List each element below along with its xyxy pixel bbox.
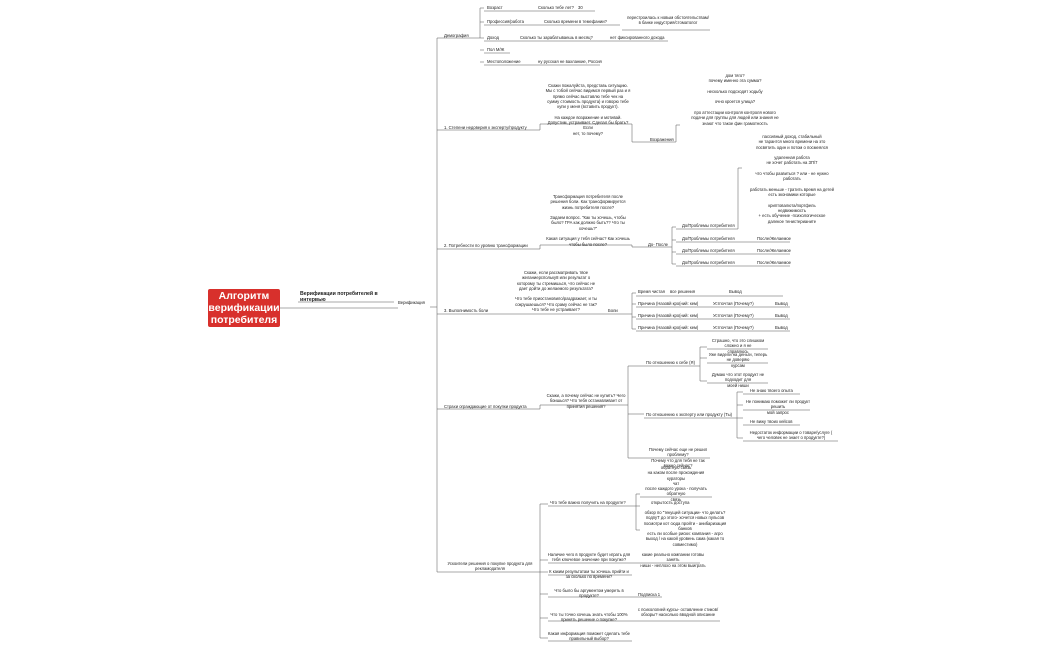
b4-self-label[interactable]: По отношению к себе (Я) — [646, 360, 695, 365]
demo-job-a: перестроилась к новым обстоятельствам/ в… — [627, 15, 709, 26]
b2-row-problem[interactable]: До/Проблемы потребителя — [682, 236, 735, 241]
demo-job[interactable]: Профессия/работа — [487, 19, 524, 24]
b4-question: Скажи, а почему сейчас не купить? Чего б… — [546, 393, 626, 409]
b5-question[interactable]: Что было бы аргументом умереть в продукт… — [554, 588, 624, 599]
b1-objections-list: дом тяго? почему именно эта сумма? неско… — [691, 73, 779, 126]
b3-row-reason: Устпочтая (Почему?) — [713, 301, 754, 306]
b1-objections-label[interactable]: Возражения — [650, 137, 674, 142]
demo-job-q: Сколько времени в темефании? — [544, 19, 607, 24]
b2-questions: Трансформация потребителя после решения … — [546, 194, 630, 247]
b2-row-desired: После/Желаемое — [757, 260, 792, 265]
b5-answer: Подписка 1 — [638, 592, 661, 597]
b4-self-item: Страшно, что это слишком сложно и я не с… — [711, 338, 765, 354]
demo-gender[interactable]: Пол М/Ж — [487, 47, 505, 52]
b2-row-desired: После/Желаемое — [757, 236, 792, 241]
b4-self-item: Уже видели на деньги, теперь не доверяю … — [708, 352, 768, 368]
b5-question[interactable]: Что ты точно хочешь знать чтобы 100% при… — [550, 612, 628, 623]
hub-node[interactable]: Верификация — [398, 300, 425, 305]
demo-income[interactable]: Доход — [487, 35, 499, 40]
b3-row-conclusion: Вывод — [775, 325, 788, 330]
b3-header-solutions: все решения — [670, 289, 696, 294]
demo-age-a: 30 — [578, 5, 583, 10]
b1-questions: Скажи пожалуйста, представь ситуацию. Мы… — [545, 83, 631, 136]
b3-row-conclusion: Вывод — [775, 301, 788, 306]
b2-row-problem[interactable]: До/Проблемы потребителя — [682, 223, 735, 228]
b3-row-reason: Устпочтая (Почему?) — [713, 325, 754, 330]
b3-header-conclusion: Вывод — [729, 289, 742, 294]
demo-location[interactable]: Местоположение — [487, 59, 521, 64]
b5-answer: обратную связь на каком после прохождени… — [645, 465, 707, 502]
b5-question[interactable]: К каким результатам ты хочешь прийти и з… — [549, 569, 629, 580]
b5-question[interactable]: Наличие чего в продукте будет играть для… — [547, 552, 631, 563]
b2-row-desired: После/Желаемое — [757, 248, 792, 253]
b3-questions: Скажи, если рассматривать твое желаниерс… — [515, 270, 597, 313]
b2-before-after-label[interactable]: До- После — [648, 242, 668, 247]
b4-product-label[interactable]: По отношению к эксперту или продукту (Ты… — [646, 412, 733, 417]
branch-fears[interactable]: Страхи ограждающие от покупки продукта — [444, 404, 527, 409]
branch-demography[interactable]: Демография — [444, 33, 469, 38]
b3-row-cause[interactable]: Причина (Назовй кpо(ний: кем) — [638, 301, 699, 306]
b5-answer: открытость доступа — [651, 500, 690, 505]
b3-row-cause[interactable]: Причина (Назовй кpо(ний: кем) — [638, 313, 699, 318]
b5-question[interactable]: Что тебе важно получить на продукте? — [550, 500, 626, 505]
branch-pain[interactable]: 3. Выполнимость боли — [444, 308, 489, 313]
demo-age[interactable]: Возраст — [487, 5, 503, 10]
demo-age-q: Сколько тебе лет? — [538, 5, 575, 10]
b2-row-problem[interactable]: До/Проблемы потребителя — [682, 248, 735, 253]
b2-wishes: пассивный доход, стабильный не тарантся … — [750, 134, 834, 224]
b4-self-item: Думаю что этот продукт не подходит для м… — [711, 372, 765, 388]
demo-location-a: ну русская не вахланкие, Россия — [538, 59, 602, 64]
demo-income-a: нет фиксированного дохода — [610, 35, 665, 40]
b3-pain-label[interactable]: Боли — [608, 308, 618, 313]
branch-distrust[interactable]: 1. Степени недоверия к эксперту/продукту — [444, 125, 527, 130]
b3-header-time: Время чистая — [638, 289, 665, 294]
b4-product-item: Не вижу твоих кейсов — [750, 419, 793, 424]
b3-row-conclusion: Вывод — [775, 313, 788, 318]
b5-answer: обзор по "текущей ситуации- что делать? … — [643, 510, 727, 547]
b5-answer: с психологией курсы- оставление стиков/ … — [637, 607, 719, 618]
b5-question[interactable]: Какая информация поможет сделать тебе пр… — [548, 631, 630, 642]
demo-income-q: Сколько ты зарабатываешь в месяц? — [520, 35, 593, 40]
b4-why-now: Почему сейчас еще не решил проблему? Поч… — [648, 447, 708, 468]
b4-product-item: Не понимаю поможет ли продукт решить мой… — [745, 399, 811, 415]
root-node[interactable]: Алгоритм верификации потребителя — [208, 289, 280, 327]
b2-row-problem[interactable]: До/Проблемы потребителя — [682, 260, 735, 265]
b4-product-item: Недостаток информации о товаре/услуге ( … — [749, 430, 833, 441]
branch-accelerators[interactable]: Ускоители решения о покупке продукта для… — [447, 561, 533, 572]
b3-row-reason: Устпочтая (Почему?) — [713, 313, 754, 318]
b3-row-cause[interactable]: Причина (Назовй кpо(ний: кем) — [638, 325, 699, 330]
subtitle: Верификации потребителей в интервью — [300, 291, 378, 304]
b4-product-item: Не знаю твоего опыта — [750, 388, 793, 393]
branch-transformation[interactable]: 2. Потребности по уровню трансформации — [444, 243, 528, 248]
b5-answer: какие реально компании готовы занять ниш… — [640, 552, 706, 568]
